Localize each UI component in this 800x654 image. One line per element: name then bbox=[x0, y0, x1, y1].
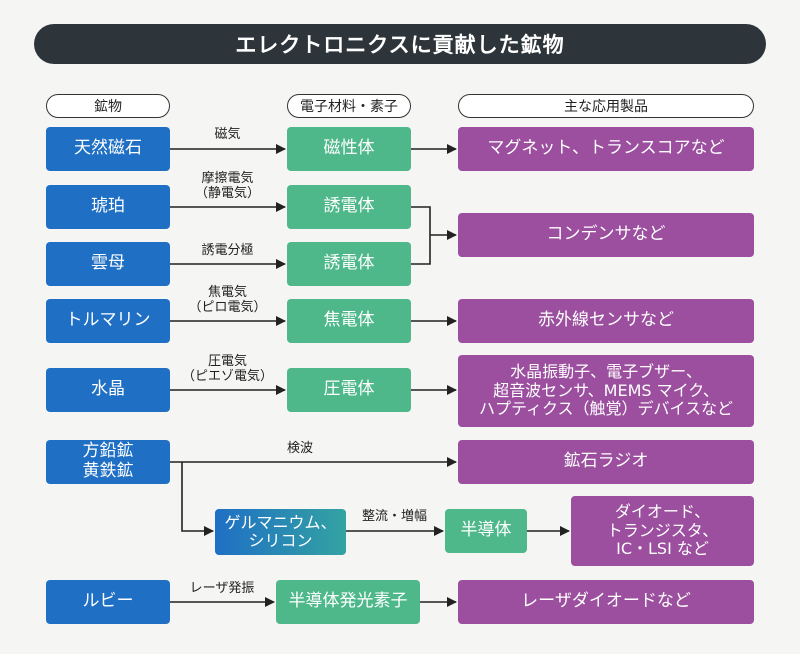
merge-a2-a3 bbox=[411, 206, 431, 265]
mineral-galena-pyrite: 方鉛鉱 黄鉄鉱 bbox=[46, 440, 170, 484]
edge-label-pyroelectric: 焦電気 （ピロ電気） bbox=[188, 285, 267, 315]
edge-label-piezoelectric: 圧電気 （ピエゾ電気） bbox=[181, 354, 273, 384]
mineral-lodestone: 天然磁石 bbox=[46, 127, 170, 171]
material-dielectric-1: 誘電体 bbox=[287, 185, 411, 229]
edge-label-detection: 検波 bbox=[286, 441, 313, 456]
edge-label-dielectric-polarization: 誘電分極 bbox=[201, 243, 254, 258]
mineral-ruby: ルビー bbox=[46, 580, 170, 624]
material-pyroelectric: 焦電体 bbox=[287, 299, 411, 343]
header-material: 電子材料・素子 bbox=[287, 94, 411, 118]
mineral-amber: 琥珀 bbox=[46, 185, 170, 229]
header-product: 主な応用製品 bbox=[458, 94, 754, 118]
edge-label-rectify-amplify: 整流・増幅 bbox=[361, 509, 427, 524]
product-diode-transistor-ic: ダイオード、 トランジスタ、 IC・LSI など bbox=[571, 496, 754, 566]
product-capacitor: コンデンサなど bbox=[458, 213, 754, 257]
edge-label-triboelectric: 摩擦電気 （静電気） bbox=[194, 171, 260, 201]
material-magnetic: 磁性体 bbox=[287, 127, 411, 171]
edge-label-laser-oscillation: レーザ発振 bbox=[189, 581, 255, 596]
product-crystal-radio: 鉱石ラジオ bbox=[458, 440, 754, 484]
product-crystal-devices: 水晶振動子、電子ブザー、 超音波センサ、MEMS マイク、 ハプティクス（触覚）… bbox=[458, 355, 754, 427]
mineral-quartz: 水晶 bbox=[46, 368, 170, 412]
material-piezoelectric: 圧電体 bbox=[287, 368, 411, 412]
mineral-tourmaline: トルマリン bbox=[46, 299, 170, 343]
material-germanium-silicon: ゲルマニウム、 シリコン bbox=[215, 509, 346, 555]
header-mineral: 鉱物 bbox=[46, 94, 170, 118]
material-led: 半導体発光素子 bbox=[276, 580, 420, 624]
edge-label-magnetism: 磁気 bbox=[214, 127, 241, 142]
product-magnet-transformer: マグネット、トランスコアなど bbox=[458, 127, 754, 171]
material-semiconductor: 半導体 bbox=[445, 509, 527, 553]
mineral-mica: 雲母 bbox=[46, 242, 170, 286]
product-ir-sensor: 赤外線センサなど bbox=[458, 299, 754, 343]
product-laser-diode: レーザダイオードなど bbox=[458, 580, 754, 624]
page-title: エレクトロニクスに貢献した鉱物 bbox=[34, 24, 766, 64]
arrow-m6-a6 bbox=[181, 462, 214, 536]
material-dielectric-2: 誘電体 bbox=[287, 242, 411, 286]
